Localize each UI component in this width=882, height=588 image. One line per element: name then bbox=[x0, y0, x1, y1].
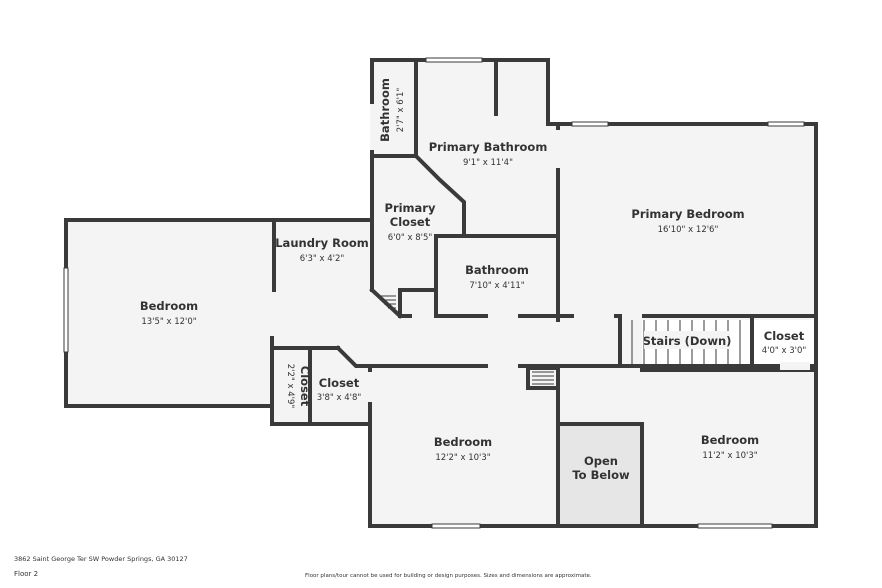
room-dimensions: 2'2" x 4'9" bbox=[285, 364, 295, 409]
room-name: Laundry Room bbox=[275, 236, 369, 250]
room-label-bedroom-west: Bedroom 13'5" x 12'0" bbox=[140, 299, 198, 327]
room-dimensions: 3'8" x 4'8" bbox=[317, 393, 362, 403]
room-name: Closet bbox=[319, 376, 360, 390]
property-address: 3862 Saint George Ter SW Powder Springs,… bbox=[14, 555, 188, 563]
room-name-line-1: Primary bbox=[385, 201, 436, 215]
room-dimensions: 16'10" x 12'6" bbox=[658, 225, 719, 235]
room-dimensions: 9'1" x 11'4" bbox=[463, 158, 513, 168]
room-dimensions: 4'0" x 3'0" bbox=[762, 346, 807, 356]
room-name-line-2: Closet bbox=[390, 215, 431, 229]
room-label-primary-bathroom: Primary Bathroom 9'1" x 11'4" bbox=[429, 140, 548, 168]
room-label-closet-hall: Closet 3'8" x 4'8" bbox=[317, 376, 362, 403]
room-dimensions: 6'0" x 8'5" bbox=[388, 233, 433, 243]
room-dimensions: 7'10" x 4'11" bbox=[469, 281, 524, 291]
room-name: Bedroom bbox=[701, 433, 759, 447]
room-label-stairs: Stairs (Down) bbox=[643, 331, 732, 349]
walls bbox=[64, 58, 818, 528]
room-name: Closet bbox=[764, 329, 805, 343]
room-label-bathroom-small: Bathroom 2'7" x 6'1" bbox=[378, 78, 406, 142]
room-name: Bathroom bbox=[378, 78, 392, 142]
room-name: Primary Bedroom bbox=[631, 207, 744, 221]
floor-label: Floor 2 bbox=[14, 570, 39, 578]
room-name-line-2: To Below bbox=[572, 468, 630, 482]
room-label-bedroom-southeast: Bedroom 11'2" x 10'3" bbox=[701, 433, 759, 461]
room-label-primary-closet: Primary Closet 6'0" x 8'5" bbox=[385, 201, 436, 243]
room-label-closet-east: Closet 4'0" x 3'0" bbox=[762, 329, 807, 356]
room-name: Bedroom bbox=[140, 299, 198, 313]
room-label-open-below: Open To Below bbox=[572, 454, 630, 482]
room-label-bathroom: Bathroom 7'10" x 4'11" bbox=[465, 263, 529, 291]
room-name-line-1: Open bbox=[584, 454, 618, 468]
room-name: Bathroom bbox=[465, 263, 529, 277]
door-openings bbox=[270, 104, 810, 416]
room-dimensions: 2'7" x 6'1" bbox=[396, 88, 406, 133]
windows bbox=[63, 57, 805, 529]
room-dimensions: 11'2" x 10'3" bbox=[702, 451, 757, 461]
room-name: Bedroom bbox=[434, 435, 492, 449]
room-label-laundry: Laundry Room 6'3" x 4'2" bbox=[275, 236, 369, 264]
room-dimensions: 6'3" x 4'2" bbox=[300, 254, 345, 264]
room-dimensions: 12'2" x 10'3" bbox=[435, 453, 490, 463]
room-label-primary-bedroom: Primary Bedroom 16'10" x 12'6" bbox=[631, 207, 744, 235]
room-label-closet-narrow: Closet 2'2" x 4'9" bbox=[285, 364, 312, 409]
room-name: Primary Bathroom bbox=[429, 140, 548, 154]
room-label-bedroom-south: Bedroom 12'2" x 10'3" bbox=[434, 435, 492, 463]
room-name: Stairs (Down) bbox=[643, 334, 732, 348]
disclaimer: Floor plans/tour cannot be used for buil… bbox=[305, 573, 592, 579]
room-dimensions: 13'5" x 12'0" bbox=[141, 317, 196, 327]
room-name: Closet bbox=[298, 366, 312, 407]
open-to-below-area bbox=[560, 426, 642, 524]
hatched-chase bbox=[378, 295, 554, 385]
floor-fill bbox=[66, 60, 816, 526]
